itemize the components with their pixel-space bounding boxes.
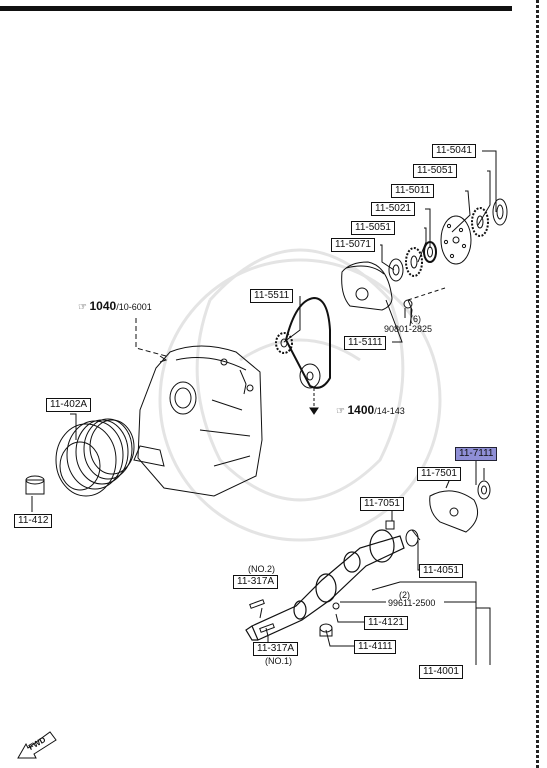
- bolt-412: [25, 475, 45, 495]
- part-label-11-5071: 11-5071: [331, 238, 375, 252]
- pin-quantity: (2): [399, 590, 410, 600]
- key-position-no2: (NO.2): [248, 564, 275, 574]
- pin-4121: [332, 602, 340, 610]
- part-label-11-5051: 11-5051: [413, 164, 457, 178]
- belt-5511: [275, 296, 331, 389]
- reference-page: /10-6001: [116, 302, 152, 312]
- part-label-11-4121: 11-4121: [364, 616, 408, 630]
- cross-reference-1400[interactable]: ☞ 1400/14-143: [336, 404, 405, 418]
- part-label-11-4051: 11-4051: [419, 564, 463, 578]
- part-label-11-7501: 11-7501: [417, 467, 461, 481]
- cover-5111: [341, 261, 393, 311]
- gear-4051: [405, 529, 421, 547]
- key-317A-no2: [249, 599, 265, 609]
- part-label-11-5511: 11-5511: [250, 289, 294, 303]
- pointing-hand-icon: ☞: [78, 302, 87, 313]
- part-label-11-7111-highlighted: 11-7111: [455, 447, 498, 461]
- part-label-11-5051: 11-5051: [351, 221, 395, 235]
- key-position-no1: (NO.1): [265, 656, 292, 666]
- bolt-90801: [403, 299, 413, 318]
- page-binding-edge: [536, 0, 539, 768]
- part-label-11-4111: 11-4111: [354, 640, 397, 654]
- part-label-11-5011: 11-5011: [391, 184, 435, 198]
- plate-7501: [429, 490, 479, 533]
- part-label-11-402A: 11-402A: [46, 398, 92, 412]
- reference-number: 1400: [347, 403, 375, 417]
- bolt-quantity: (6): [410, 314, 421, 324]
- reference-number: 1040: [89, 299, 117, 313]
- part-label-11-4001: 11-4001: [419, 665, 463, 679]
- pulley-plate-5011: [440, 215, 472, 265]
- watermark-seal: [158, 248, 442, 542]
- key-317A-no1: [259, 623, 275, 633]
- eccentric-shaft-4001: [245, 529, 405, 641]
- header-rule: [0, 6, 512, 11]
- reference-page: /14-143: [374, 406, 405, 416]
- bearing-5021: [423, 241, 437, 263]
- part-label-11-5111: 11-5111: [344, 336, 387, 350]
- gear-5051b: [405, 247, 423, 277]
- seal-5041: [492, 198, 508, 226]
- washer-5071: [388, 258, 404, 282]
- front-housing-block: [133, 345, 263, 497]
- part-label-11-7051: 11-7051: [360, 497, 404, 511]
- part-label-11-412: 11-412: [14, 514, 53, 528]
- pin-part-number: 99611-2500: [388, 598, 436, 608]
- pointing-hand-icon: ☞: [336, 406, 345, 417]
- key-7051: [385, 520, 395, 530]
- gear-5051a: [471, 207, 489, 237]
- part-label-11-317A-no1: 11-317A: [253, 642, 299, 656]
- part-label-11-317A-no2: 11-317A: [233, 575, 279, 589]
- cross-reference-1040[interactable]: ☞ 1040/10-6001: [78, 300, 152, 314]
- part-label-11-5021: 11-5021: [371, 202, 415, 216]
- bolt-part-number: 90801-2825: [384, 324, 433, 334]
- part-label-11-5041: 11-5041: [432, 144, 476, 158]
- pulley-402A: [55, 418, 135, 497]
- plug-4111: [319, 623, 333, 637]
- nut-7111: [477, 480, 491, 500]
- fwd-arrow-icon: [17, 731, 57, 759]
